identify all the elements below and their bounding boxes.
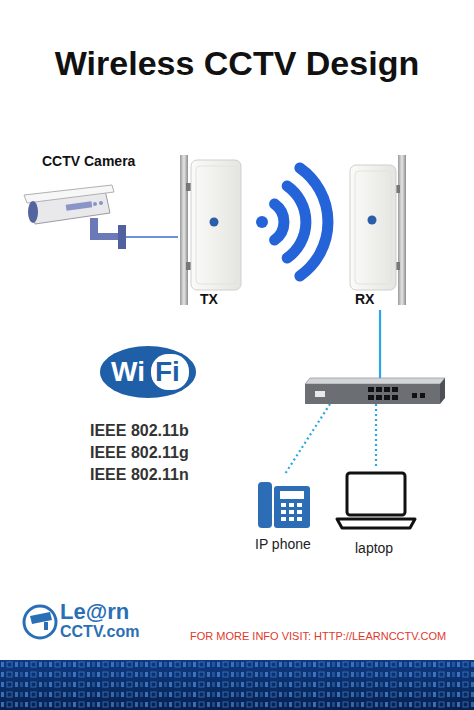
ip-phone-icon <box>258 482 310 528</box>
ip-phone-node: IP phone <box>250 474 320 556</box>
tx-radio-unit <box>180 155 241 305</box>
switch-node <box>303 378 447 404</box>
node-label: CCTV Camera <box>42 153 135 169</box>
binary-band <box>0 660 474 710</box>
standard-label: IEEE 802.11b <box>90 422 189 440</box>
site-logo-icon <box>24 606 56 638</box>
dotted-link <box>375 404 377 468</box>
wifi-logo <box>100 346 196 398</box>
cable-link <box>126 236 178 238</box>
dotted-link <box>285 404 330 474</box>
tx-node: TX <box>178 155 246 310</box>
wifi-logo-text: Fi <box>155 356 180 388</box>
network-switch <box>305 378 445 404</box>
node-label: IP phone <box>255 536 311 552</box>
laptop-node: laptop <box>336 468 416 556</box>
wireless-signal <box>256 168 328 276</box>
node-label: laptop <box>355 540 393 556</box>
standard-label: IEEE 802.11n <box>90 466 189 484</box>
standard-label: IEEE 802.11g <box>90 444 189 462</box>
footer-note: FOR MORE INFO VISIT: HTTP://LEARNCCTV.CO… <box>190 630 446 642</box>
camera-node: CCTV Camera <box>20 150 126 248</box>
node-label: RX <box>355 291 374 307</box>
node-label: TX <box>200 291 218 307</box>
cctv-camera-icon <box>24 185 126 249</box>
rx-radio-unit <box>350 155 406 305</box>
wifi-logo-text: Wi <box>111 356 145 388</box>
rx-node: RX <box>345 155 407 310</box>
logo-text: CCTV.com <box>60 623 139 641</box>
cable-link <box>379 310 381 378</box>
diagram-title: Wireless CCTV Design <box>0 44 474 83</box>
laptop-icon <box>337 473 415 528</box>
logo-text: Le@rn <box>60 599 129 625</box>
